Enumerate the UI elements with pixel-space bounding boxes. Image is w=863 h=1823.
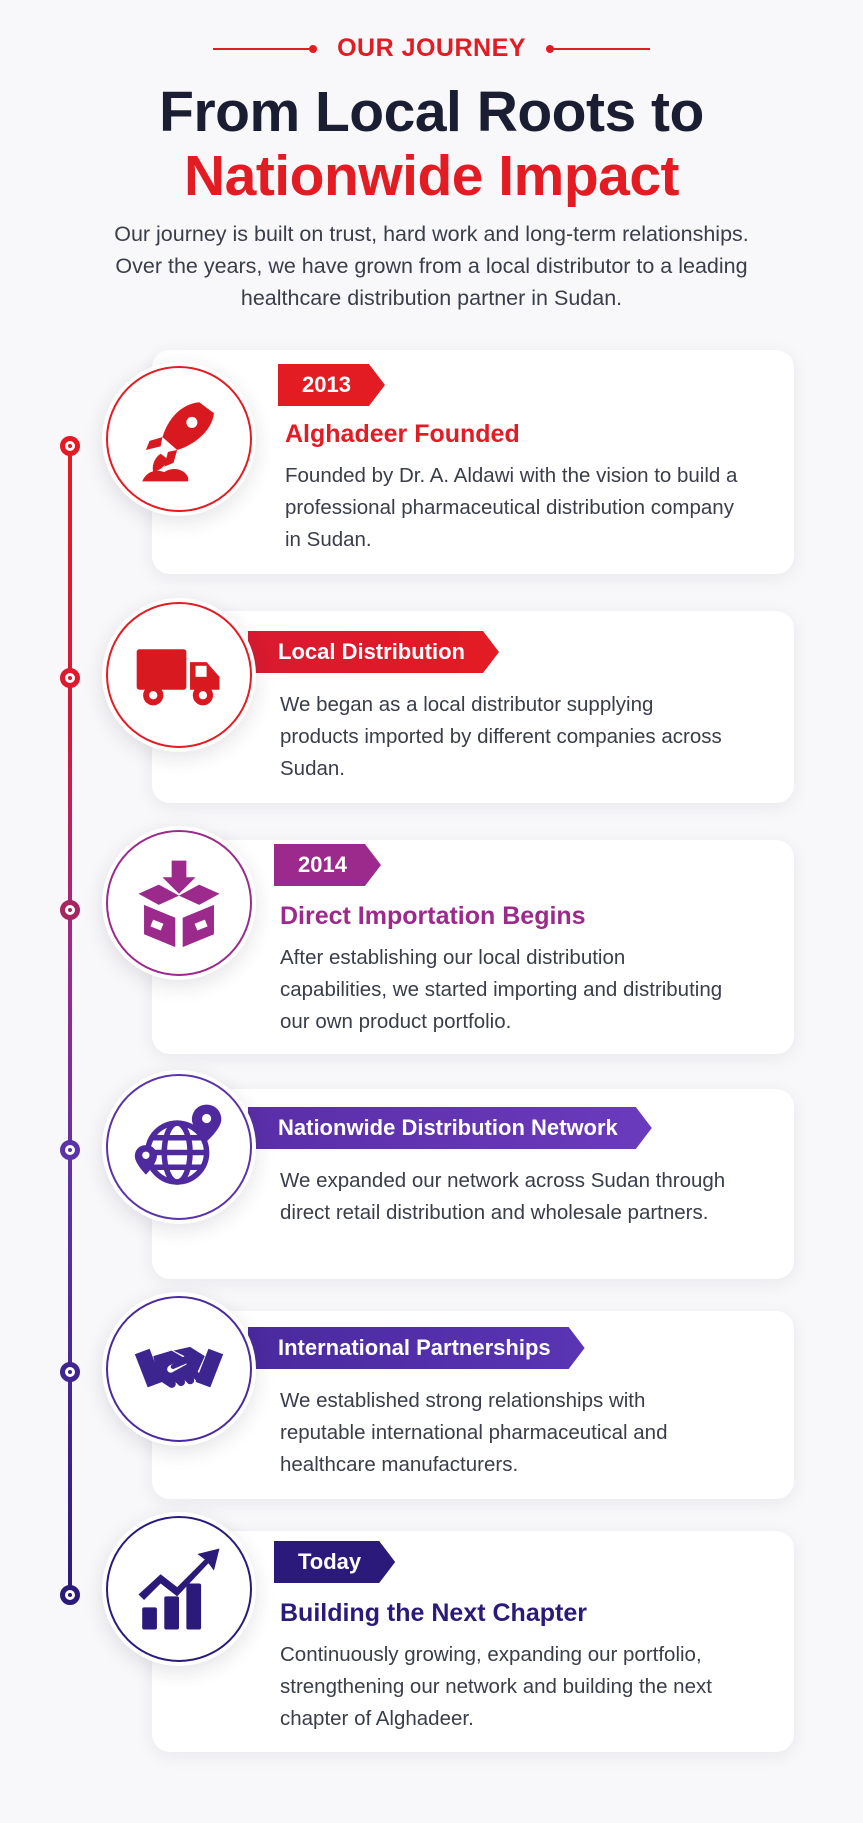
- milestone-badge: International Partnerships: [248, 1327, 585, 1369]
- eyebrow-line-left: [213, 44, 318, 53]
- milestone-badge: Nationwide Distribution Network: [248, 1107, 652, 1149]
- milestone-icon-circle: [102, 1070, 256, 1224]
- title-line-1: From Local Roots to: [159, 80, 704, 144]
- milestone-badge: 2013: [278, 364, 385, 406]
- box-import-icon: [138, 860, 220, 948]
- milestone-card: 2013 Alghadeer Founded Founded by Dr. A.…: [152, 350, 794, 574]
- truck-icon: [136, 649, 220, 706]
- page-title: From Local Roots to Nationwide Impact: [0, 80, 863, 208]
- globe-pin-icon: [134, 1104, 222, 1185]
- milestone-card: Today Building the Next Chapter Continuo…: [152, 1531, 794, 1752]
- milestone-title: Direct Importation Begins: [280, 902, 586, 930]
- milestone-icon-circle: [102, 598, 256, 752]
- milestone-badge: Today: [274, 1541, 395, 1583]
- milestone-card: 2014 Direct Importation Begins After est…: [152, 840, 794, 1054]
- timeline-dot: [60, 668, 80, 688]
- rocket-icon: [142, 402, 214, 482]
- milestone-description: After establishing our local distributio…: [280, 946, 723, 1033]
- intro-paragraph: Our journey is built on trust, hard work…: [114, 222, 749, 310]
- eyebrow: OUR JOURNEY: [0, 34, 863, 63]
- milestone-description: We expanded our network across Sudan thr…: [280, 1169, 726, 1224]
- milestone-description: Continuously growing, expanding our port…: [280, 1643, 712, 1730]
- milestone-icon-circle: [102, 826, 256, 980]
- milestone-description: We established strong relationships with…: [280, 1389, 668, 1476]
- milestone-title: Alghadeer Founded: [285, 420, 520, 448]
- growth-chart-icon: [138, 1548, 220, 1630]
- eyebrow-line-right: [545, 44, 650, 53]
- timeline-dot: [60, 1585, 80, 1605]
- handshake-icon: [134, 1346, 224, 1388]
- title-line-2: Nationwide Impact: [183, 144, 680, 208]
- timeline-line: [68, 446, 72, 1596]
- timeline-dot: [60, 1140, 80, 1160]
- milestone-description: Founded by Dr. A. Aldawi with the vision…: [285, 464, 738, 551]
- milestone-card: Local Distribution We began as a local d…: [152, 611, 794, 803]
- milestone-title: Building the Next Chapter: [280, 1599, 587, 1627]
- milestone-icon-circle: [102, 362, 256, 516]
- milestone-card: Nationwide Distribution Network We expan…: [152, 1089, 794, 1279]
- milestone-badge: Local Distribution: [248, 631, 499, 673]
- timeline-dot: [60, 1362, 80, 1382]
- eyebrow-text: OUR JOURNEY: [337, 34, 526, 62]
- milestone-badge: 2014: [274, 844, 381, 886]
- milestone-description: We began as a local distributor supplyin…: [280, 693, 722, 780]
- milestone-icon-circle: [102, 1512, 256, 1666]
- timeline-dot: [60, 900, 80, 920]
- milestone-icon-circle: [102, 1292, 256, 1446]
- milestone-card: International Partnerships We establishe…: [152, 1311, 794, 1499]
- timeline-dot: [60, 436, 80, 456]
